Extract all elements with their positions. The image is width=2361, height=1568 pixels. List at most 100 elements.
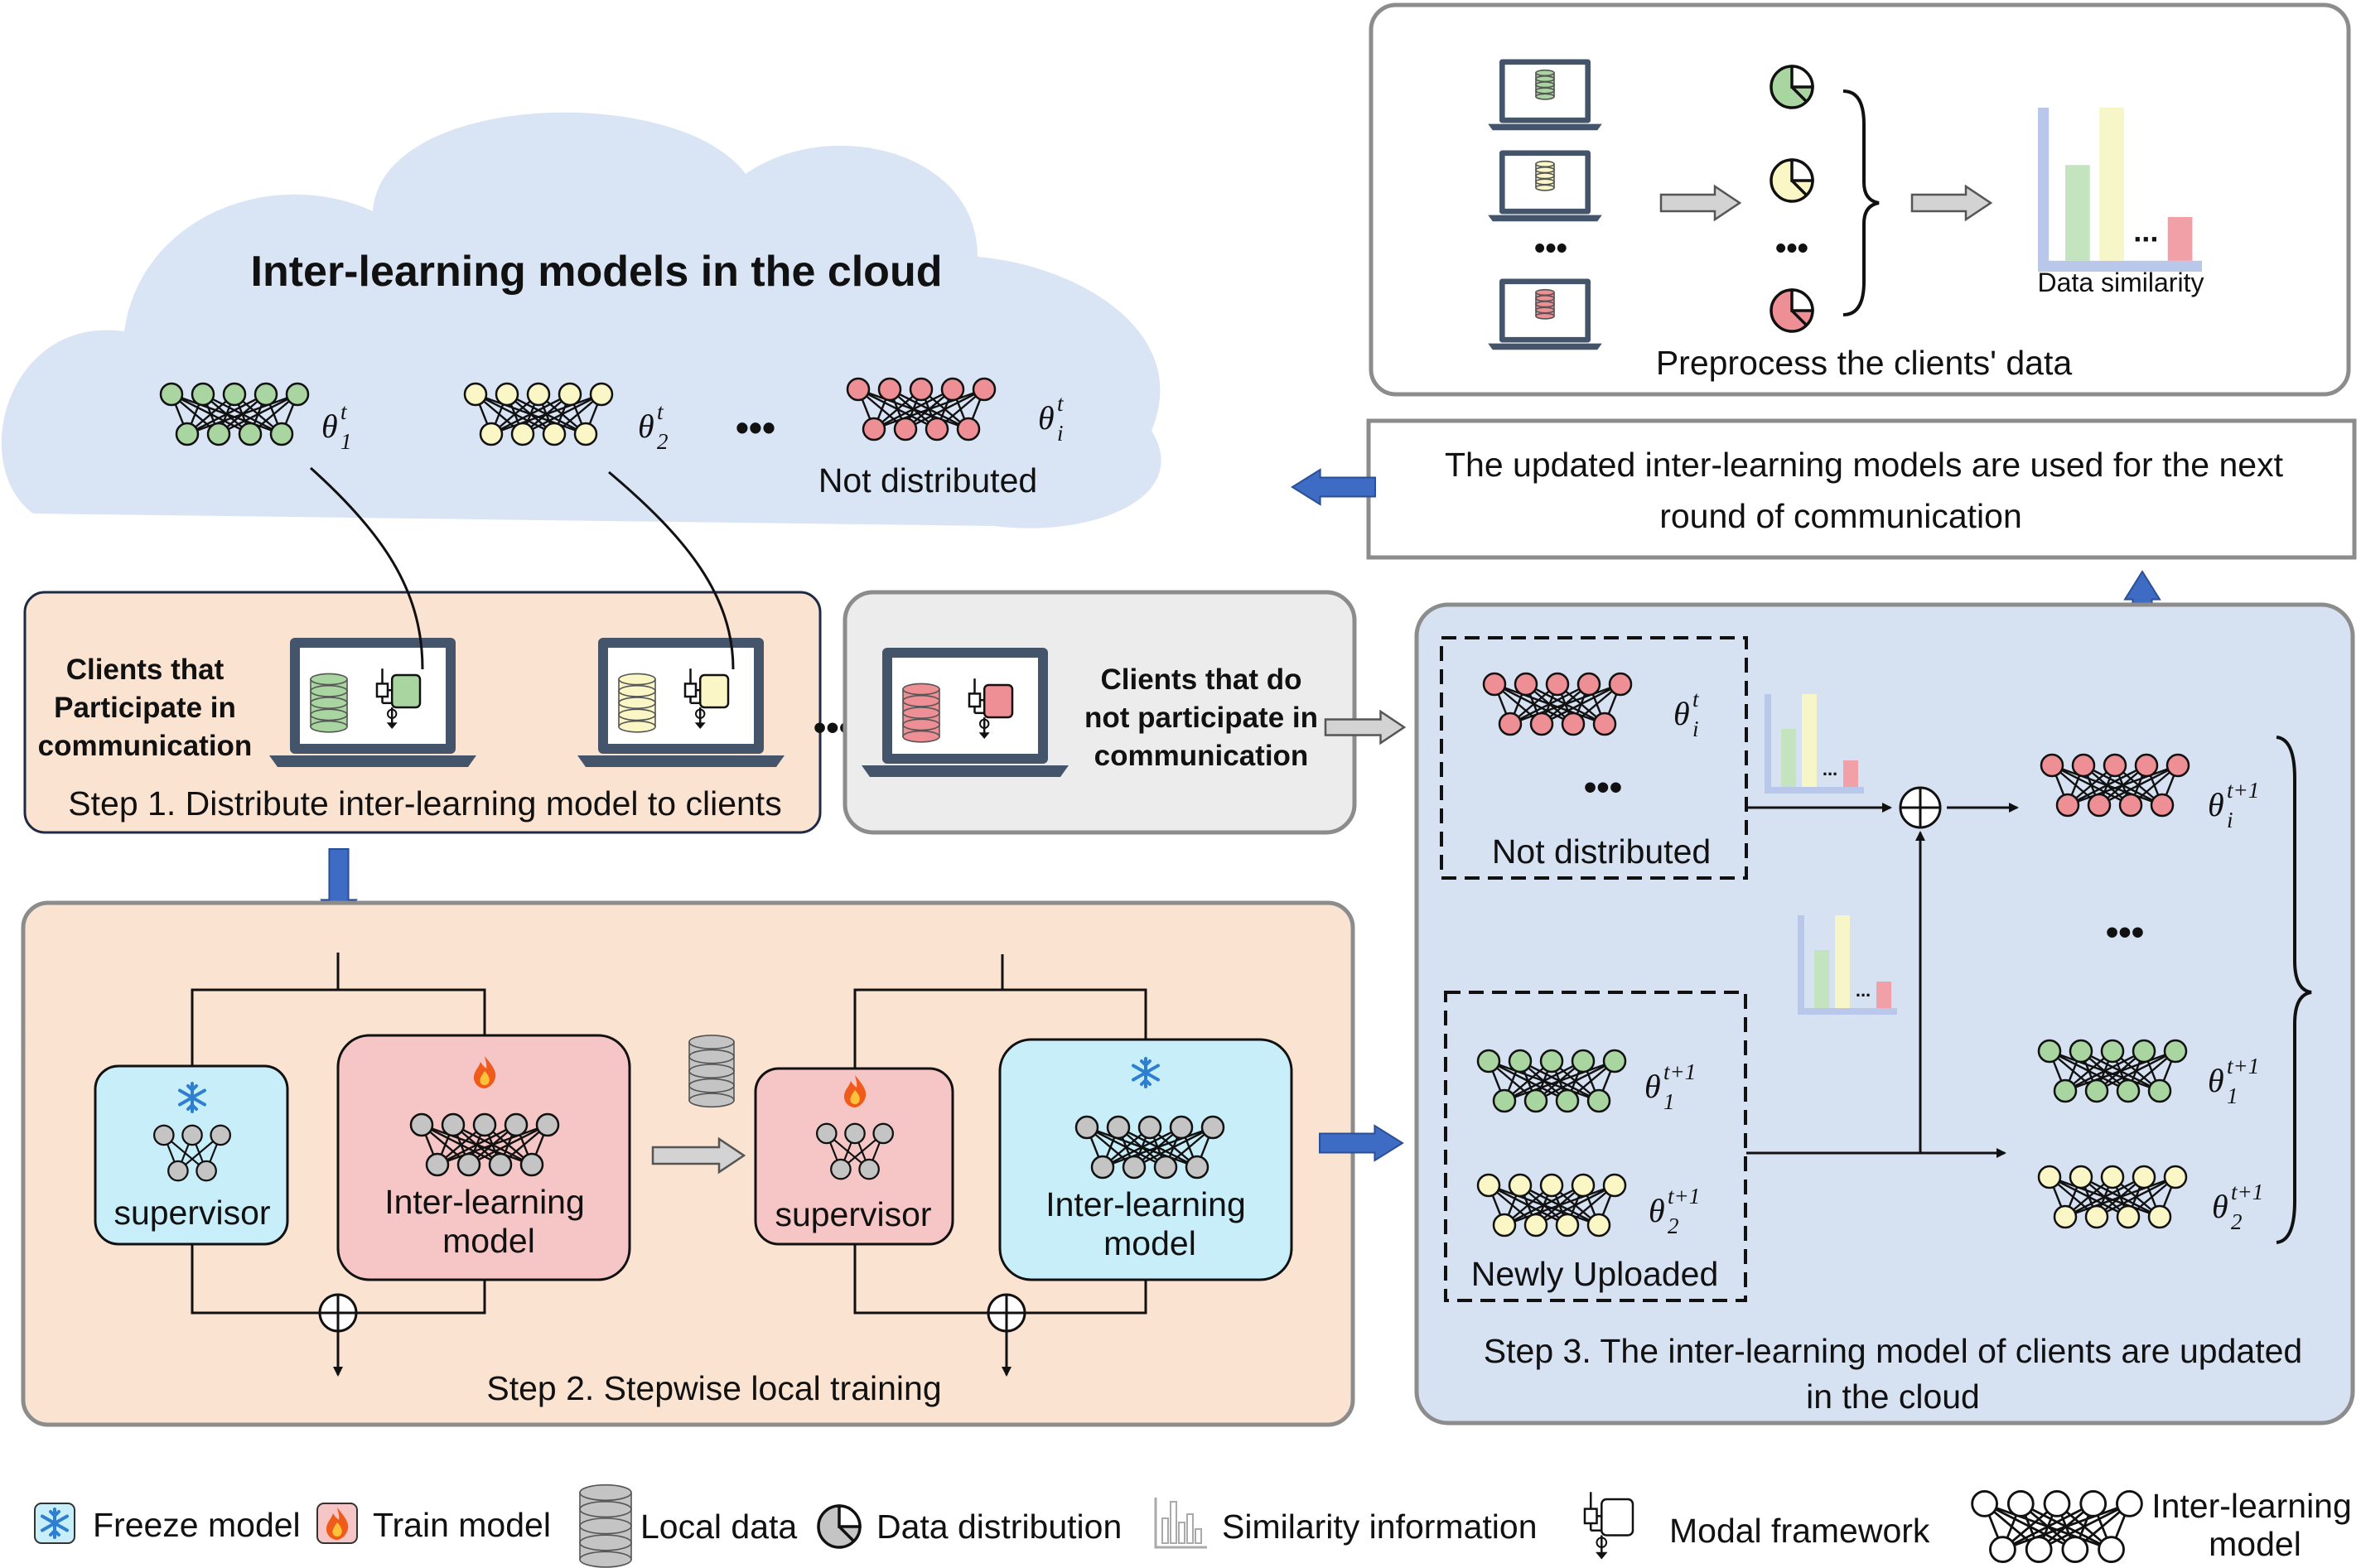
bar-chart-icon bbox=[1154, 1498, 1207, 1549]
inter-learning-network-train bbox=[409, 1112, 560, 1177]
network-node bbox=[2084, 1204, 2109, 1229]
network-node bbox=[1137, 1115, 1162, 1140]
network-node bbox=[830, 1158, 852, 1180]
network-node bbox=[1555, 1088, 1580, 1113]
modal-shape bbox=[375, 668, 422, 729]
network-new-2 bbox=[1476, 1173, 1627, 1238]
laptop-icon bbox=[269, 638, 476, 767]
network-node bbox=[2163, 1165, 2188, 1189]
network-node bbox=[510, 422, 535, 446]
not-distributed-box bbox=[1440, 636, 1748, 880]
laptop-icon bbox=[862, 648, 1069, 777]
blue-arrow-left bbox=[1291, 468, 1376, 506]
nonparticipant-panel: Clients that do not participate in commu… bbox=[843, 590, 1357, 835]
network-node bbox=[159, 382, 184, 407]
step2-panel: supervisor Inter-learning model supervis… bbox=[21, 900, 1355, 1427]
bar-ellipsis: ... bbox=[1823, 759, 1837, 779]
database-icon bbox=[579, 1484, 632, 1568]
theta-superscript: t+1 bbox=[1663, 1059, 1696, 1084]
network-node bbox=[589, 382, 614, 407]
not-distributed-ellipsis: ••• bbox=[1584, 767, 1622, 808]
network-node bbox=[181, 1124, 203, 1146]
legend-train: Train model bbox=[373, 1506, 551, 1544]
network-node bbox=[1545, 672, 1570, 697]
network-node bbox=[1492, 1213, 1517, 1238]
network-node bbox=[925, 417, 949, 441]
network-updated-1 bbox=[2037, 1039, 2188, 1103]
network-node bbox=[2037, 1165, 2062, 1189]
legend-inter-line-1: Inter-learning bbox=[2151, 1487, 2352, 1525]
network-node bbox=[2165, 753, 2190, 778]
network-node bbox=[504, 1112, 529, 1137]
network-node bbox=[441, 1112, 466, 1137]
network-node bbox=[1508, 1173, 1533, 1198]
cloud-title: Inter-learning models in the cloud bbox=[251, 248, 943, 296]
step3-caption-line-2: in the cloud bbox=[1806, 1377, 1980, 1416]
inter-learning-frozen-box bbox=[998, 1038, 1293, 1281]
network-node bbox=[463, 382, 488, 407]
legend-modal: Modal framework bbox=[1669, 1512, 1930, 1550]
step1-clients-line-3: communication bbox=[38, 730, 253, 762]
nonpart-line-3: communication bbox=[1094, 740, 1309, 772]
network-node bbox=[815, 1122, 838, 1145]
network-node bbox=[2116, 1078, 2141, 1103]
database-shape bbox=[1535, 160, 1555, 191]
network-node bbox=[2116, 1204, 2141, 1229]
network-node bbox=[858, 1158, 880, 1180]
gray-arrow bbox=[1324, 709, 1407, 745]
network-node bbox=[2043, 1490, 2071, 1517]
network-node bbox=[285, 382, 310, 407]
network-node bbox=[1482, 672, 1507, 697]
network-node bbox=[2147, 1078, 2172, 1103]
inter-learning-label-1b: model bbox=[442, 1222, 535, 1260]
network-node bbox=[1498, 712, 1523, 736]
gray-arrow bbox=[1910, 184, 1993, 222]
blue-arrow-right bbox=[1319, 1124, 1404, 1162]
theta-superscript: t+1 bbox=[2231, 1180, 2263, 1204]
network-node bbox=[1523, 1088, 1548, 1113]
theta-symbol: θ bbox=[321, 408, 338, 445]
neural-network-icon bbox=[1971, 1490, 2143, 1563]
supervisor-label-2: supervisor bbox=[775, 1195, 931, 1233]
network-node bbox=[2134, 753, 2159, 778]
network-node bbox=[152, 1124, 175, 1146]
network-node bbox=[2150, 793, 2175, 818]
network-node bbox=[2037, 1039, 2062, 1064]
step3-caption-line-1: Step 3. The inter-learning model of clie… bbox=[1484, 1332, 2302, 1370]
gray-arrow bbox=[651, 1136, 746, 1175]
legend-local-data: Local data bbox=[640, 1508, 797, 1546]
network-node bbox=[1185, 1155, 1209, 1180]
network-node bbox=[2071, 753, 2096, 778]
gray-arrow bbox=[1659, 184, 1742, 222]
pie-chart-icon bbox=[1770, 158, 1814, 203]
step1-caption: Step 1. Distribute inter-learning model … bbox=[68, 784, 781, 823]
theta-symbol: θ bbox=[638, 408, 654, 445]
pie-chart-icon bbox=[1770, 288, 1814, 333]
theta-symbol: θ bbox=[1038, 399, 1055, 437]
network-node bbox=[1523, 1213, 1548, 1238]
theta-subscript: 2 bbox=[657, 429, 669, 454]
laptop-ellipsis: ••• bbox=[1534, 231, 1567, 266]
network-node bbox=[409, 1112, 434, 1137]
inter-learning-label-1a: Inter-learning bbox=[384, 1183, 585, 1221]
inter-learning-network-frozen bbox=[1074, 1115, 1225, 1180]
database-shape bbox=[902, 683, 940, 743]
network-node bbox=[206, 422, 231, 446]
network-node bbox=[2006, 1490, 2035, 1517]
network-node bbox=[2100, 1165, 2125, 1189]
preprocess-caption: Preprocess the clients' data bbox=[1656, 344, 2073, 382]
updated-note-box: The updated inter-learning models are us… bbox=[1366, 418, 2357, 560]
laptop-icon bbox=[1488, 59, 1602, 131]
network-node bbox=[872, 1122, 895, 1145]
similarity-label: Data similarity bbox=[2038, 268, 2204, 297]
modal-shape bbox=[968, 678, 1014, 739]
network-node bbox=[956, 417, 981, 441]
network-node bbox=[2100, 1039, 2125, 1064]
network-node bbox=[456, 1152, 481, 1177]
network-node bbox=[1169, 1115, 1194, 1140]
network-node bbox=[542, 422, 567, 446]
modal-framework-icon bbox=[1583, 1492, 1634, 1560]
supervisor-network bbox=[815, 1122, 895, 1180]
